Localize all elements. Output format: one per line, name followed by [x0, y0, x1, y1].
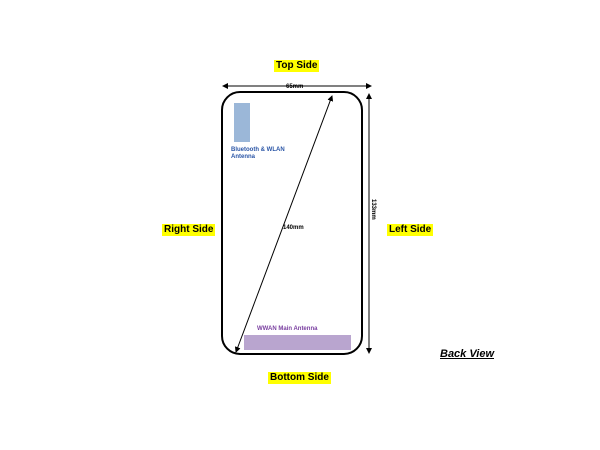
diagonal-dimension-arrow	[234, 95, 334, 353]
diagonal-dimension-text: 140mm	[283, 225, 304, 231]
back-view-label: Back View	[440, 348, 495, 360]
bottom-side-label: Bottom Side	[268, 372, 331, 384]
left-side-label: Left Side	[387, 224, 434, 236]
device-outline	[221, 91, 363, 355]
bluetooth-wlan-label-line2: Antenna	[231, 154, 255, 160]
wwan-main-antenna-label: WWAN Main Antenna	[257, 326, 318, 332]
bluetooth-wlan-label-line1: Bluetooth & WLAN	[231, 147, 285, 153]
bluetooth-wlan-antenna-label: Bluetooth & WLAN Antenna	[231, 147, 311, 161]
width-dimension-text: 65mm	[286, 84, 303, 90]
height-dimension-text: 133mm	[370, 199, 376, 220]
bluetooth-wlan-antenna-block	[234, 103, 250, 142]
wwan-main-antenna-block	[244, 335, 351, 350]
right-side-label: Right Side	[162, 224, 216, 236]
top-side-label: Top Side	[274, 60, 320, 72]
